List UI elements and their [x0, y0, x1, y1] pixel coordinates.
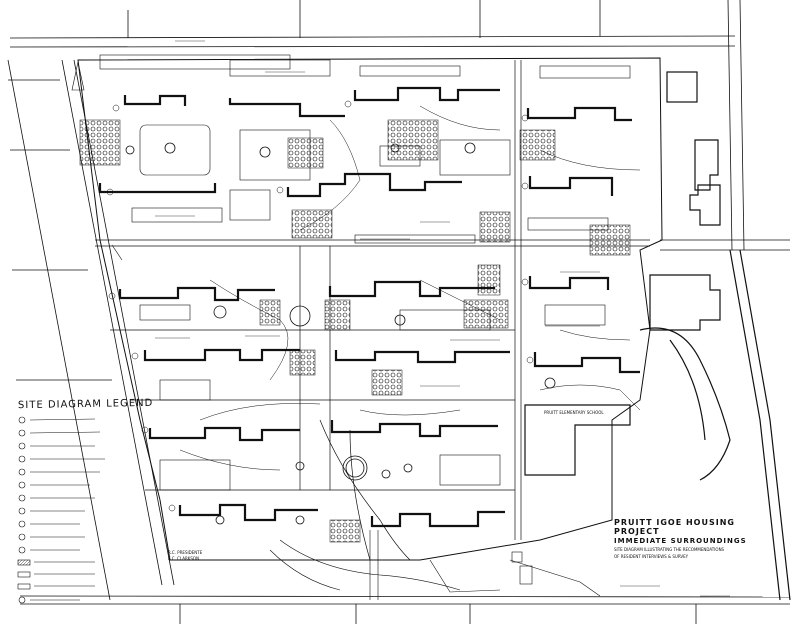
building-row1-d	[526, 106, 632, 122]
building-row3-a	[118, 286, 275, 302]
north-arrow	[71, 61, 123, 261]
building-row4-c	[533, 352, 640, 374]
school-and-surroundings	[524, 71, 791, 601]
building-row1-c	[228, 98, 345, 118]
housing-buildings	[98, 86, 640, 528]
building-row2-c	[528, 176, 614, 196]
building-row5-b	[330, 420, 498, 438]
building-row5-a	[148, 426, 300, 442]
signature-line-2: E.C. CLARKSON	[168, 556, 200, 561]
building-row4-a	[143, 348, 300, 362]
label-marks	[155, 40, 730, 597]
playgrounds	[125, 142, 556, 525]
school-label: PRUITT ELEMENTARY SCHOOL	[544, 410, 604, 415]
landscape-trees	[79, 119, 631, 543]
building-row6-a	[178, 503, 318, 522]
building-row1-a	[123, 94, 187, 106]
signature-line-1: R.C. PRESIDENTE	[168, 550, 203, 555]
building-row2-b	[286, 172, 462, 198]
building-row3-c	[528, 276, 610, 290]
map-note-1: SITE DIAGRAM ILLUSTRATING THE RECOMMENDA…	[614, 547, 725, 552]
map-note-2: OF RESIDENT INTERVIEWS & SURVEY	[614, 554, 689, 559]
parking-areas	[99, 54, 631, 491]
building-row1-b	[353, 86, 500, 102]
legend-title: SITE DIAGRAM LEGEND	[17, 397, 154, 412]
east-block-building	[649, 274, 721, 331]
building-row2-a	[98, 183, 217, 194]
internal-roads	[95, 60, 650, 561]
elementary-school	[524, 404, 631, 476]
map-title: PRUITT IGOE HOUSING PROJECT	[614, 518, 735, 536]
map-subtitle: IMMEDIATE SURROUNDINGS	[614, 537, 747, 545]
building-row3-b	[328, 280, 495, 298]
site-boundary	[77, 57, 663, 561]
building-row4-b	[334, 350, 510, 364]
building-row6-b	[370, 510, 505, 528]
building-number-markers	[106, 100, 534, 512]
footpaths	[179, 105, 641, 471]
street-grid	[7, 0, 791, 624]
signature-block: R.C. PRESIDENTE E.C. CLARKSON	[168, 550, 202, 562]
south-area	[269, 530, 601, 600]
title-block: PRUITT IGOE HOUSING PROJECT IMMEDIATE SU…	[614, 518, 774, 559]
legend-symbols	[17, 416, 105, 604]
